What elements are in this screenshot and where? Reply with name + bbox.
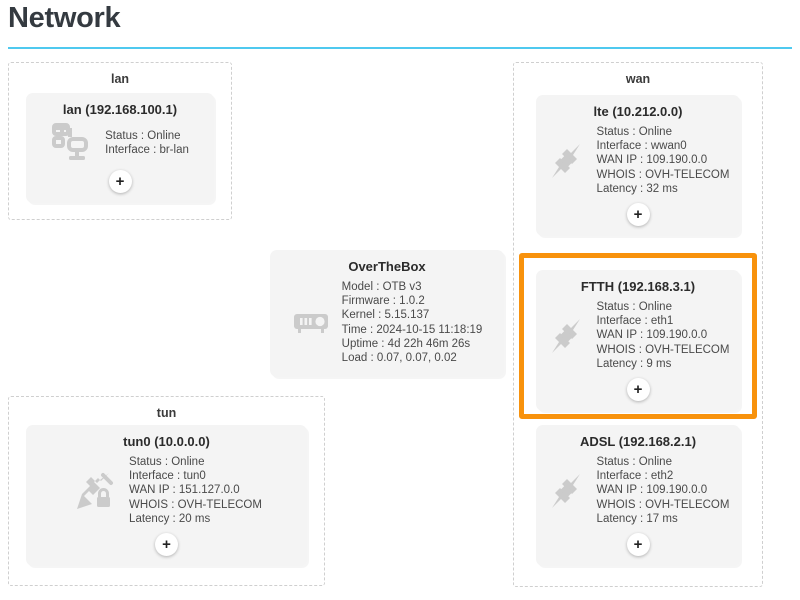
title-divider: [8, 47, 792, 49]
prop-firmware: Firmware : 1.0.2: [341, 295, 425, 308]
card-ftth-body: Status : Online Interface : eth1 WAN IP …: [536, 294, 740, 371]
prop-interface: Interface : eth2: [596, 470, 674, 483]
card-tun0[interactable]: tun0 (10.0.0.0) Status : Online Interfac…: [26, 425, 311, 571]
plus-icon: +: [633, 535, 643, 553]
page-title: Network: [8, 2, 121, 34]
prop-status: Status : Online: [596, 126, 672, 138]
card-lan[interactable]: lan (192.168.100.1) Status : Online Inte…: [26, 93, 218, 207]
add-button-adsl[interactable]: +: [626, 533, 650, 557]
prop-status: Status : Online: [105, 129, 181, 142]
prop-latency: Latency : 17 ms: [596, 512, 678, 525]
group-wan: wan: [513, 62, 763, 587]
prop-latency: Latency : 32 ms: [596, 182, 678, 195]
prop-whois: WHOIS : OVH-TELECOM: [596, 168, 730, 181]
plug-connector-icon: [547, 141, 585, 181]
card-tun0-body: Status : Online Interface : tun0 WAN IP …: [26, 449, 307, 526]
plus-icon: +: [115, 172, 125, 190]
add-button-tun0[interactable]: +: [155, 533, 178, 557]
plug-connector-icon: [547, 316, 585, 356]
add-button-lan[interactable]: +: [108, 170, 132, 193]
prop-interface: Interface : br-lan: [105, 144, 189, 156]
card-lan-title: lan (192.168.100.1): [62, 102, 178, 117]
prop-load: Load : 0.07, 0.07, 0.02: [341, 352, 457, 365]
card-ftth-actions: +: [536, 371, 740, 411]
prop-wan-ip: WAN IP : 109.190.0.0: [596, 329, 708, 342]
prop-wan-ip: WAN IP : 109.190.0.0: [596, 154, 708, 167]
plus-icon: +: [162, 535, 171, 553]
prop-interface: Interface : wwan0: [596, 140, 687, 153]
prop-latency: Latency : 9 ms: [596, 357, 672, 370]
card-ftth-props: Status : Online Interface : eth1 WAN IP …: [597, 300, 730, 371]
card-adsl-props: Status : Online Interface : eth2 WAN IP …: [597, 455, 730, 526]
plug-connector-icon: [547, 471, 585, 511]
card-adsl[interactable]: ADSL (192.168.2.1) Status : Online Inter…: [536, 425, 744, 571]
prop-model: Model : OTB v3: [341, 281, 422, 293]
plus-icon: +: [633, 380, 643, 398]
prop-whois: WHOIS : OVH-TELECOM: [596, 343, 730, 356]
plus-icon: +: [633, 205, 643, 223]
group-tun: tun: [8, 396, 325, 586]
card-lte-title: lte (10.212.0.0): [593, 104, 683, 119]
prop-wan-ip: WAN IP : 109.190.0.0: [596, 484, 708, 497]
router-box-icon: [292, 310, 330, 336]
prop-status: Status : Online: [596, 301, 672, 313]
prop-wan-ip: WAN IP : 151.127.0.0: [129, 484, 240, 497]
group-lan-label: lan: [110, 72, 130, 86]
prop-time: Time : 2024-10-15 11:18:19: [341, 323, 483, 336]
card-adsl-title: ADSL (192.168.2.1): [579, 434, 697, 449]
prop-whois: WHOIS : OVH-TELECOM: [596, 498, 730, 511]
card-overthebox[interactable]: OverTheBox Model : OTB v3 Firmware : 1.0…: [270, 250, 508, 382]
group-wan-label: wan: [625, 72, 651, 86]
prop-latency: Latency : 20 ms: [129, 512, 211, 525]
add-button-ftth[interactable]: +: [626, 378, 650, 402]
card-overthebox-body: Model : OTB v3 Firmware : 1.0.2 Kernel :…: [270, 274, 504, 365]
group-tun-label: tun: [156, 406, 177, 420]
card-tun0-actions: +: [26, 526, 307, 566]
card-overthebox-props: Model : OTB v3 Firmware : 1.0.2 Kernel :…: [342, 280, 483, 365]
card-tun0-props: Status : Online Interface : tun0 WAN IP …: [129, 455, 262, 526]
card-lan-props: Status : Online Interface : br-lan: [105, 129, 189, 157]
prop-status: Status : Online: [129, 456, 205, 468]
card-lte-actions: +: [536, 196, 740, 236]
card-lte-body: Status : Online Interface : wwan0 WAN IP…: [536, 119, 740, 196]
card-adsl-actions: +: [536, 526, 740, 566]
prop-uptime: Uptime : 4d 22h 46m 26s: [341, 337, 471, 350]
prop-interface: Interface : eth1: [596, 315, 674, 328]
card-lte[interactable]: lte (10.212.0.0) Status : Online Interfa…: [536, 95, 744, 241]
card-lan-actions: +: [26, 163, 214, 203]
card-tun0-title: tun0 (10.0.0.0): [123, 434, 210, 449]
card-ftth-title: FTTH (192.168.3.1): [580, 279, 696, 294]
card-lan-body: Status : Online Interface : br-lan: [26, 117, 214, 163]
group-lan: lan: [8, 62, 232, 220]
prop-status: Status : Online: [596, 456, 672, 468]
card-ftth[interactable]: FTTH (192.168.3.1) Status : Online Inter…: [536, 270, 744, 416]
card-lte-props: Status : Online Interface : wwan0 WAN IP…: [597, 125, 730, 196]
secure-plug-icon: [71, 469, 117, 513]
card-overthebox-title: OverTheBox: [348, 259, 426, 274]
prop-kernel: Kernel : 5.15.137: [341, 309, 430, 322]
prop-interface: Interface : tun0: [129, 470, 206, 483]
prop-whois: WHOIS : OVH-TELECOM: [129, 498, 262, 511]
network-computers-icon: [51, 123, 93, 163]
card-adsl-body: Status : Online Interface : eth2 WAN IP …: [536, 449, 740, 526]
add-button-lte[interactable]: +: [626, 203, 650, 227]
